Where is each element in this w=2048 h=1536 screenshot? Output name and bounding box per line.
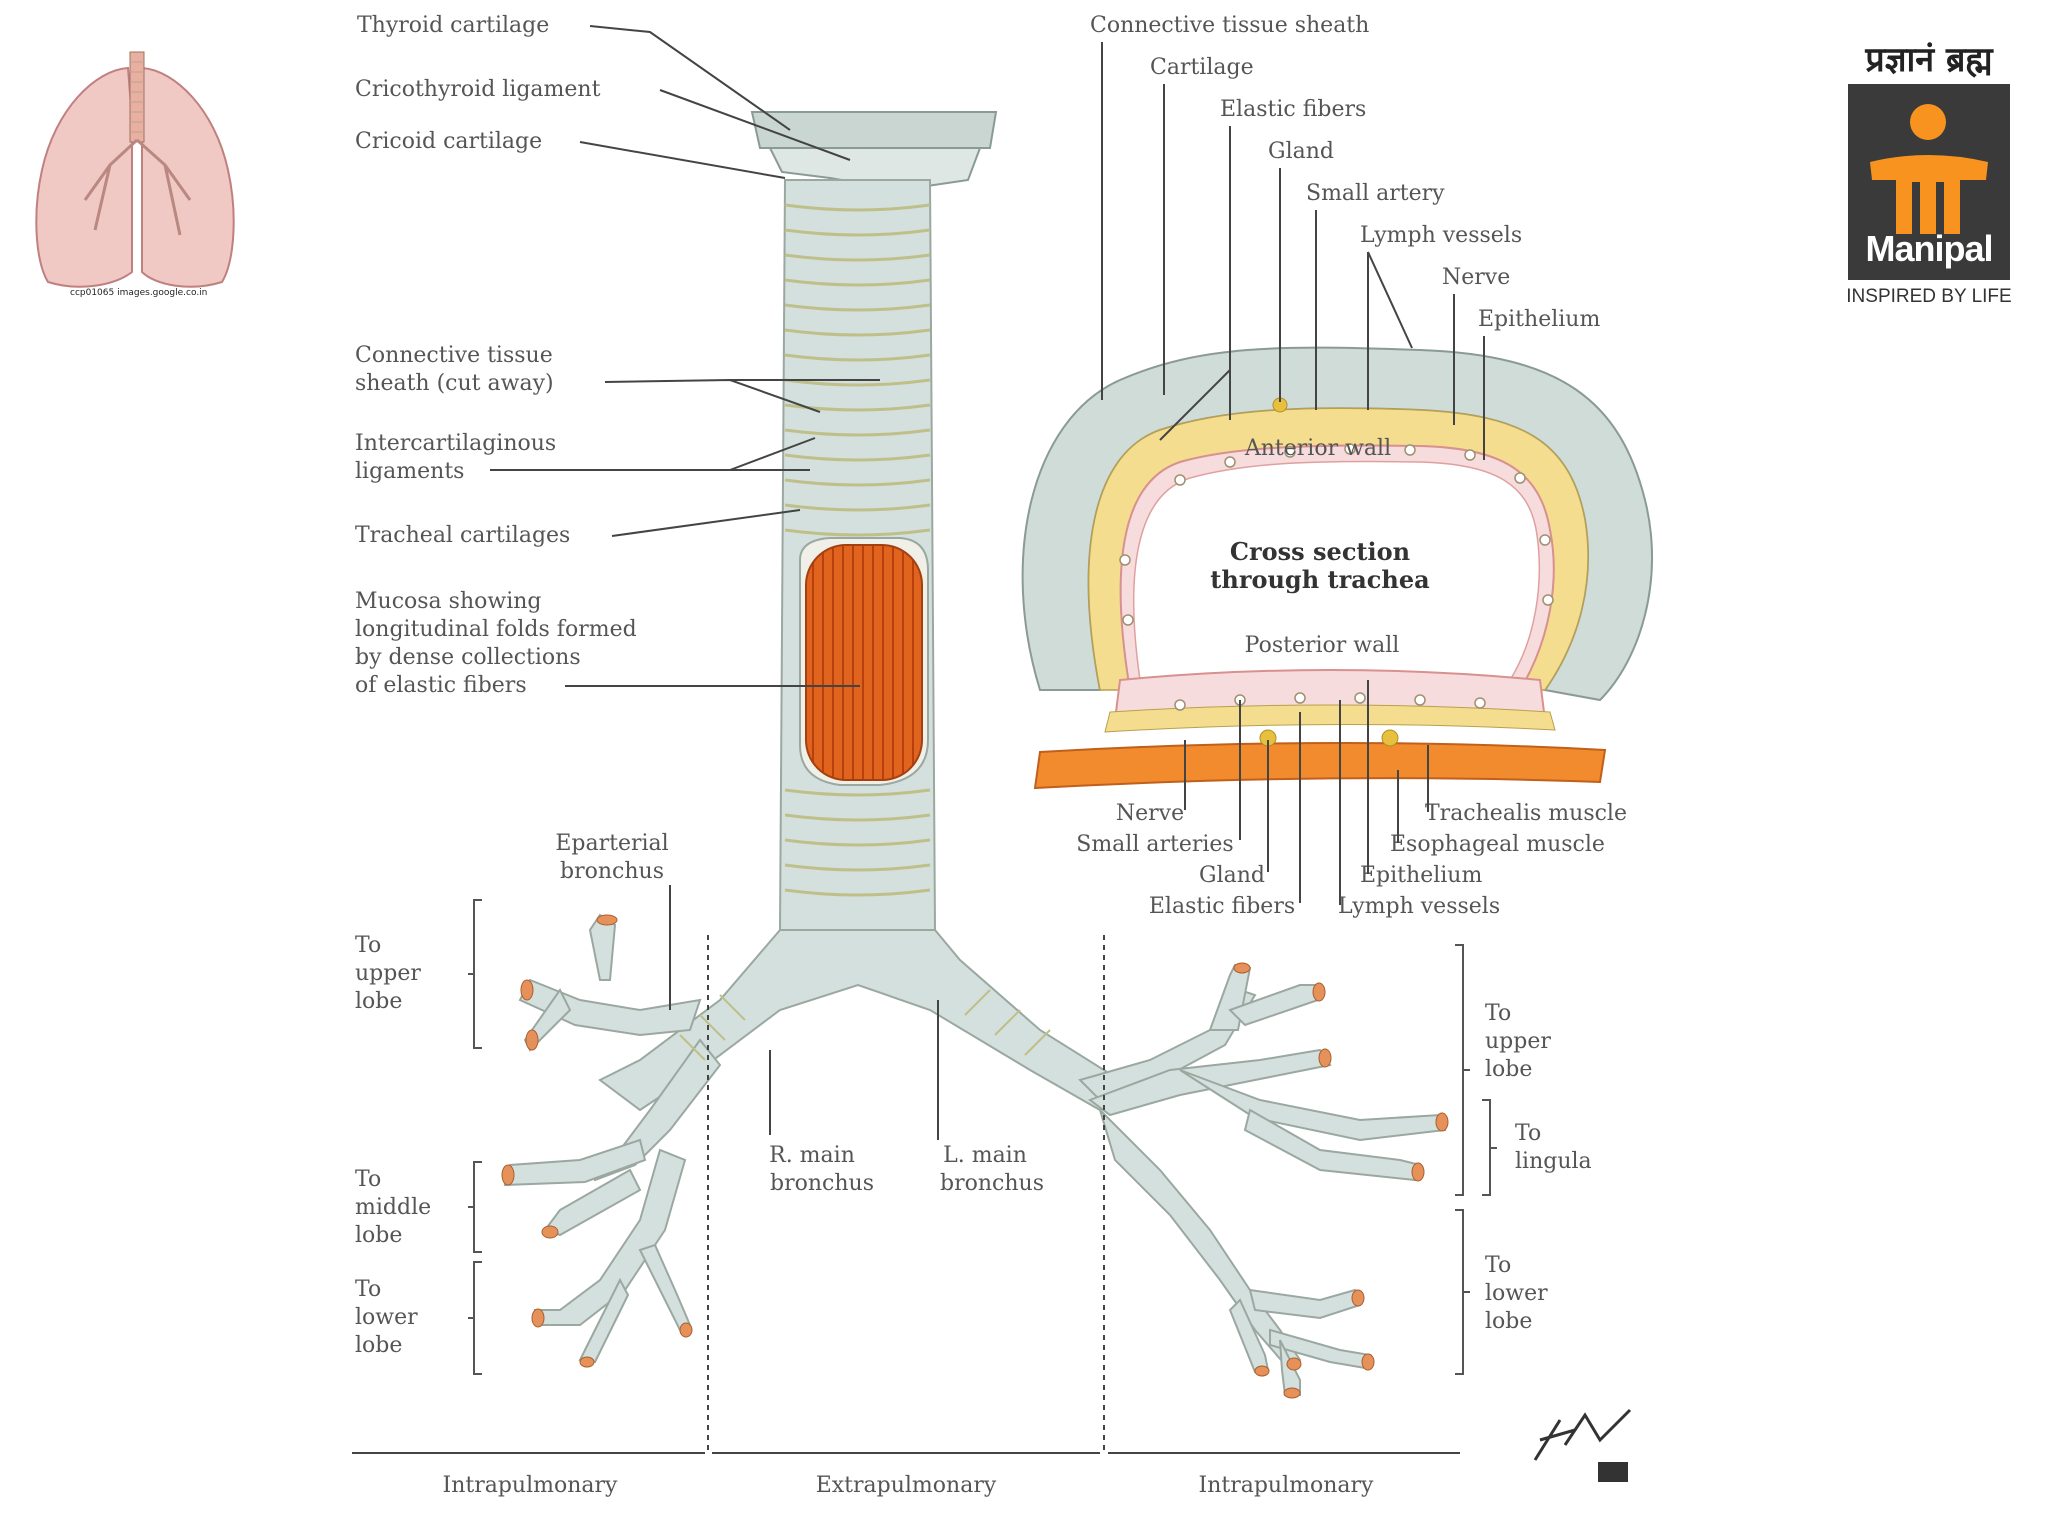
label-r-lower-1: To xyxy=(355,1277,381,1302)
label-cs-epithelium: Epithelium xyxy=(1478,307,1600,332)
logo-slogan: INSPIRED BY LIFE xyxy=(1846,286,2012,307)
label-cross-section-title-1: Cross section xyxy=(1230,537,1410,566)
thumbnail-credit: ccp01065 images.google.co.in xyxy=(70,288,208,298)
label-mucosa-line3: by dense collections xyxy=(355,645,581,670)
label-mucosa-line4: of elastic fibers xyxy=(355,673,527,698)
lungs-thumbnail xyxy=(35,51,235,288)
zone-dividers: Intrapulmonary Extrapulmonary Intrapulmo… xyxy=(352,935,1460,1498)
leader-cs-lymph xyxy=(1367,251,1413,410)
label-eparterial-line2: bronchus xyxy=(560,859,664,884)
brace-r-lower xyxy=(468,1261,482,1375)
label-cross-section-title-2: through trachea xyxy=(1210,565,1429,594)
leader-sheath xyxy=(604,379,880,413)
label-r-upper-2: upper xyxy=(355,961,421,986)
label-cs-nerve: Nerve xyxy=(1442,265,1510,290)
label-cs-b-trachealis: Trachealis muscle xyxy=(1425,801,1627,826)
label-cs-b-elastic: Elastic fibers xyxy=(1149,894,1295,919)
label-cricothyroid-ligament: Cricothyroid ligament xyxy=(355,77,601,102)
label-mucosa-line2: longitudinal folds formed xyxy=(355,617,637,642)
leader-thyroid xyxy=(589,25,791,131)
label-thyroid-cartilage: Thyroid cartilage xyxy=(357,13,549,38)
trachea xyxy=(501,111,1449,1399)
label-cs-lymph: Lymph vessels xyxy=(1360,223,1522,248)
label-sheath-line1: Connective tissue xyxy=(355,343,553,368)
leader-intercartilaginous xyxy=(490,437,816,471)
label-intercartilaginous-line1: Intercartilaginous xyxy=(355,431,556,456)
zone-label-right: Intrapulmonary xyxy=(1199,1473,1375,1498)
zone-label-center: Extrapulmonary xyxy=(816,1473,997,1498)
leader-cricothyroid xyxy=(659,89,851,161)
label-sheath-line2: sheath (cut away) xyxy=(355,371,554,396)
label-eparterial-line1: Eparterial xyxy=(555,831,668,856)
logo-tagline: प्रज्ञानं ब्रह्म xyxy=(1865,40,1993,80)
logo-brand: Manipal xyxy=(1865,228,1993,269)
leader-cricoid xyxy=(579,141,786,179)
label-r-lower-2: lower xyxy=(355,1305,418,1330)
zone-label-left: Intrapulmonary xyxy=(443,1473,619,1498)
brace-l-upper xyxy=(1455,944,1470,1196)
label-tracheal-cartilages: Tracheal cartilages xyxy=(355,523,570,548)
label-r-upper-3: lobe xyxy=(355,989,402,1014)
logo-figure-icon xyxy=(1870,104,1988,234)
label-l-main-line1: L. main xyxy=(943,1143,1027,1168)
label-cs-b-epithelium: Epithelium xyxy=(1360,863,1482,888)
brace-r-upper xyxy=(468,899,482,1049)
label-intercartilaginous-line2: ligaments xyxy=(355,459,464,484)
label-l-lower-1: To xyxy=(1485,1253,1511,1278)
label-l-lower-2: lower xyxy=(1485,1281,1548,1306)
label-r-middle-3: lobe xyxy=(355,1223,402,1248)
logo-box: Manipal xyxy=(1848,84,2010,280)
label-r-lower-3: lobe xyxy=(355,1333,402,1358)
manipal-logo: प्रज्ञानं ब्रह्म Manipal INSPIRED BY LIF… xyxy=(1844,40,2014,308)
cross-section: Anterior wall Cross section through trac… xyxy=(1021,13,1653,919)
label-cs-b-arteries: Small arteries xyxy=(1076,832,1233,857)
label-l-lingula-1: To xyxy=(1515,1121,1541,1146)
brace-r-middle xyxy=(468,1161,482,1253)
label-r-main-line1: R. main xyxy=(769,1143,855,1168)
label-cs-b-nerve: Nerve xyxy=(1116,801,1184,826)
label-anterior-wall: Anterior wall xyxy=(1244,436,1391,461)
artist-signature xyxy=(1533,1408,1632,1482)
label-l-upper-3: lobe xyxy=(1485,1057,1532,1082)
lobe-labels: To upper lobe To middle lobe To lower lo… xyxy=(355,899,1592,1375)
label-r-upper-1: To xyxy=(355,933,381,958)
leader-tracheal xyxy=(611,509,801,537)
label-mucosa-line1: Mucosa showing xyxy=(355,589,541,614)
label-cricoid-cartilage: Cricoid cartilage xyxy=(355,129,542,154)
label-cs-b-gland: Gland xyxy=(1199,863,1265,888)
label-l-lower-3: lobe xyxy=(1485,1309,1532,1334)
leader-cs-elastic xyxy=(1159,126,1231,441)
label-cs-cartilage: Cartilage xyxy=(1150,55,1254,80)
label-l-upper-1: To xyxy=(1485,1001,1511,1026)
label-r-middle-1: To xyxy=(355,1167,381,1192)
label-cs-b-esophageal: Esophageal muscle xyxy=(1390,832,1605,857)
label-l-main-line2: bronchus xyxy=(940,1171,1044,1196)
brace-l-lingula xyxy=(1482,1099,1497,1196)
label-cs-gland: Gland xyxy=(1268,139,1334,164)
label-l-upper-2: upper xyxy=(1485,1029,1551,1054)
label-posterior-wall: Posterior wall xyxy=(1245,633,1400,658)
brace-l-lower xyxy=(1455,1209,1470,1375)
label-r-main-line2: bronchus xyxy=(770,1171,874,1196)
trachea-labels: Thyroid cartilage Cricothyroid ligament … xyxy=(355,13,1044,1196)
label-cs-sheath: Connective tissue sheath xyxy=(1090,13,1369,38)
label-r-middle-2: middle xyxy=(355,1195,431,1220)
label-cs-elastic: Elastic fibers xyxy=(1220,97,1366,122)
label-cs-b-lymph: Lymph vessels xyxy=(1338,894,1500,919)
label-cs-artery: Small artery xyxy=(1306,181,1445,206)
label-l-lingula-2: lingula xyxy=(1515,1149,1592,1174)
mucosa-window xyxy=(805,544,923,781)
